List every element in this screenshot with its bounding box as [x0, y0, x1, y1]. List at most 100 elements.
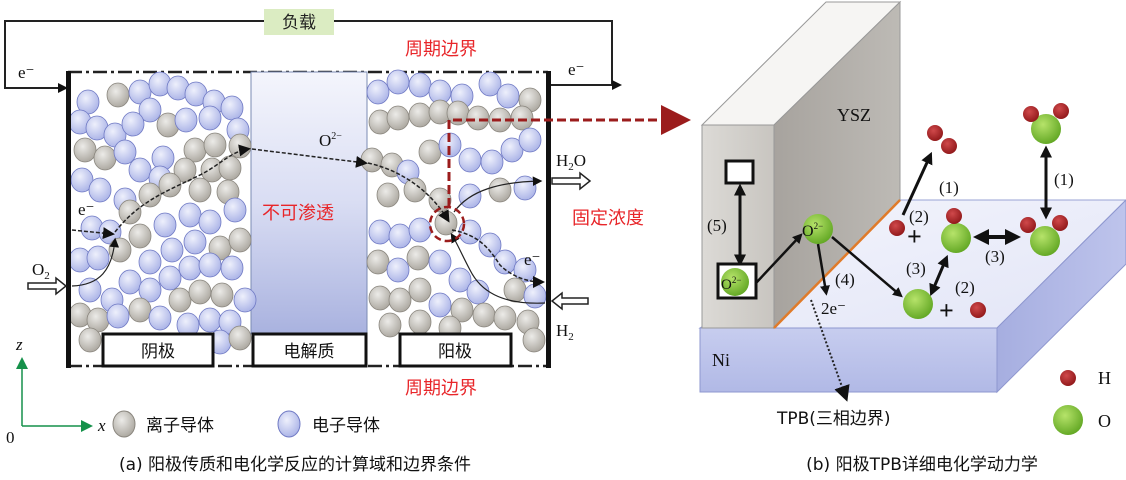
- periodic-boundary-top-label: 周期边界: [405, 39, 477, 60]
- ionic-conductor-particle: [158, 172, 182, 198]
- electronic-conductor-particle: [448, 267, 472, 293]
- region-label-anode: 阳极: [398, 332, 513, 368]
- oxide-ion-migration-arrow: [755, 233, 803, 284]
- ionic-conductor-particle: [360, 147, 384, 173]
- tpb-pointer: [810, 299, 850, 402]
- h2-desorbing: [927, 125, 957, 154]
- electronic-conductor-particle: [220, 255, 244, 281]
- legend-hydrogen: H: [1060, 368, 1111, 388]
- ionic-conductor-particle: [218, 155, 242, 181]
- electronic-conductor-particle: [128, 157, 152, 183]
- ionic-conductor-particle: [522, 327, 546, 353]
- oxide-ion-path-cathode: [114, 144, 251, 233]
- electronic-conductor-particle: [198, 252, 222, 278]
- electronic-conductor-particle: [138, 249, 162, 275]
- oxide-ion-label: O2−: [319, 131, 342, 150]
- ionic-conductor-particle: [493, 305, 517, 331]
- ionic-conductor-particle: [128, 297, 152, 323]
- x-axis-label: x: [97, 416, 106, 435]
- periodic-boundary-bottom-label: 周期边界: [405, 378, 477, 399]
- ionic-conductor-particle: [434, 210, 458, 236]
- ionic-conductor-particle: [488, 177, 512, 203]
- load-label: 负载: [282, 13, 316, 33]
- ionic-conductor-particle: [108, 237, 132, 263]
- ionic-conductor-particle: [406, 245, 430, 271]
- h2o-outlet-arrow: [551, 171, 592, 191]
- ionic-conductor-particle: [386, 105, 410, 131]
- h2o-label: H2O: [556, 151, 586, 173]
- electronic-conductor-particle: [88, 177, 112, 203]
- tpb-highlight-circle: [428, 205, 466, 243]
- oxide-ion-box-label: O2−: [721, 275, 741, 293]
- o2-label: O2: [32, 260, 50, 282]
- two-electrons-label: 2e⁻: [821, 299, 846, 318]
- electron-right-label: e⁻: [568, 60, 585, 79]
- step-3-label-right: (3): [985, 247, 1005, 266]
- electronic-conductor-particle: [518, 127, 542, 153]
- ionic-conductor-particle: [78, 327, 102, 353]
- ionic-conductor-particle: [168, 287, 192, 313]
- step-1-label-left: (1): [939, 178, 959, 197]
- ionic-conductor-particle: [376, 182, 400, 208]
- h2o-desorbing: [1023, 103, 1069, 144]
- electronic-conductor-particle: [500, 137, 524, 163]
- panel-b: Ni YSZ (5) O2− O2− (4) 2e⁻ TPB(三相边界): [698, 0, 1126, 475]
- electronic-conductor-particle: [174, 107, 198, 133]
- electronic-conductor-particle: [408, 72, 432, 98]
- electronic-conductor-particle: [408, 217, 432, 243]
- svg-text:电子导体: 电子导体: [312, 416, 380, 436]
- plus-2: +: [939, 296, 954, 325]
- ionic-conductor-particle: [128, 223, 152, 249]
- electronic-conductor-particle: [160, 237, 184, 263]
- electronic-conductor-particle: [428, 249, 452, 275]
- tpb-label: TPB(三相边界): [776, 409, 891, 429]
- step-1-arrow-left: [901, 151, 933, 216]
- oxide-ion-label-b: O2−: [802, 221, 823, 240]
- electronic-conductor-particle: [478, 71, 502, 97]
- svg-text:阴极: 阴极: [141, 342, 175, 362]
- electron-anode-label: e⁻: [524, 250, 541, 269]
- svg-text:电解质: 电解质: [284, 342, 335, 362]
- ionic-conductor-particle: [228, 227, 252, 253]
- h2-inlet-arrow: [550, 291, 589, 311]
- ionic-conductor-particle: [93, 145, 117, 171]
- caption-a: (a) 阳极传质和电化学反应的计算域和边界条件: [119, 455, 471, 475]
- electronic-conductor-particle: [478, 232, 502, 258]
- ionic-conductor-particle: [106, 82, 130, 108]
- electronic-conductor-particle: [148, 305, 172, 331]
- electronic-conductor-particle: [198, 105, 222, 131]
- ionic-conductor-particle: [188, 279, 212, 305]
- adsorbed-oh: [941, 208, 971, 253]
- load-box: [264, 9, 334, 35]
- electronic-conductor-particle: [121, 111, 145, 137]
- o2-inlet-arrow: [27, 276, 68, 296]
- oxide-ion-sphere: [803, 214, 833, 244]
- ionic-conductor-particle: [466, 105, 490, 131]
- electronic-conductor-particle: [368, 219, 392, 245]
- electronic-conductor-particle: [496, 83, 520, 109]
- svg-text:H: H: [1098, 368, 1111, 388]
- svg-text:O: O: [1098, 411, 1111, 431]
- ni-slab-front: [699, 327, 998, 393]
- h2-diffusion-path: [450, 232, 546, 304]
- ionic-conductor-particle: [403, 177, 427, 203]
- fixed-concentration-label: 固定浓度: [572, 208, 644, 229]
- adsorbed-o: [903, 289, 933, 319]
- electronic-conductor-particle: [466, 279, 490, 305]
- step-2-label-top: (2): [909, 207, 929, 226]
- o2-diffusion-path: [71, 237, 120, 287]
- circuit-arrow-left: [58, 83, 68, 93]
- ionic-conductor-particle: [118, 199, 142, 225]
- oxygen-vacancy-box: [724, 159, 755, 185]
- ionic-conductor-particle: [408, 277, 432, 303]
- legend-oxygen: O: [1053, 405, 1111, 435]
- electronic-conductor-particle: [138, 277, 162, 303]
- electronic-conductor-particle: [458, 147, 482, 173]
- step-4-label: (4): [835, 270, 855, 289]
- adsorbed-h-bottom: [970, 302, 986, 318]
- electronic-conductor-particle: [223, 197, 247, 223]
- electron-path-anode: [451, 229, 545, 288]
- electronic-conductor-particle: [138, 97, 162, 123]
- oxide-ion-path-electrolyte: [251, 148, 368, 168]
